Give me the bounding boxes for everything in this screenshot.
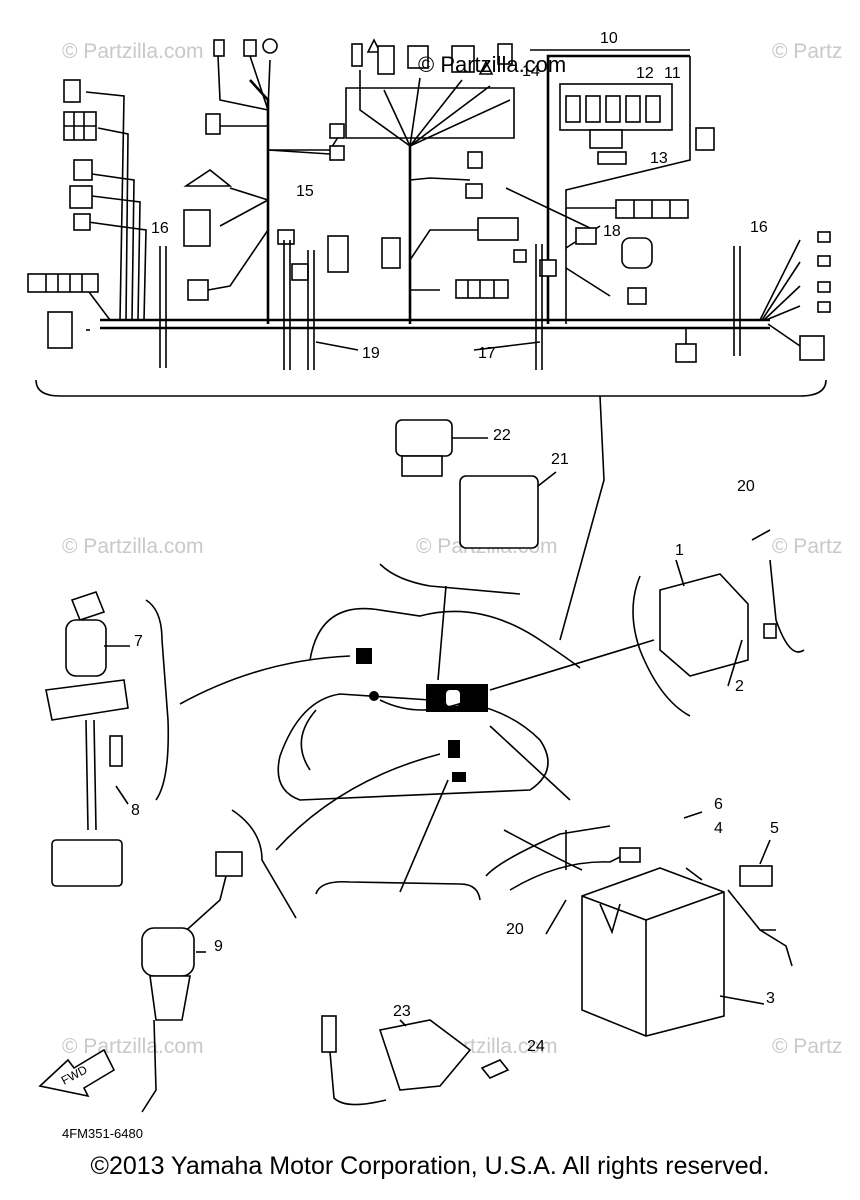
callout-label-24: 24	[527, 1038, 545, 1055]
callout-label-5: 5	[770, 820, 779, 837]
callout-label-20: 20	[737, 478, 755, 495]
sensor-group	[315, 880, 510, 1106]
callout-label-17: 17	[478, 345, 496, 362]
callout-label-22: 22	[493, 427, 511, 444]
callout-label-15: 15	[296, 183, 314, 200]
motorcycle-outline	[179, 585, 655, 893]
callout-label-16: 16	[750, 219, 768, 236]
callout-label-3: 3	[766, 990, 775, 1007]
watermark-text: © Partzilla.com	[62, 535, 204, 558]
callout-label-6: 6	[714, 796, 723, 813]
main-switch-group	[45, 591, 170, 887]
watermark-text: © Partz	[772, 1035, 842, 1058]
callout-label-8: 8	[131, 802, 140, 819]
callout-label-1: 1	[675, 542, 684, 559]
part-code: 4FM351-6480	[62, 1126, 143, 1141]
watermark-text: © Partz	[772, 535, 842, 558]
callout-label-13: 13	[650, 150, 668, 167]
callout-label-10: 10	[600, 30, 618, 47]
starter-relay-group	[632, 529, 805, 717]
callout-label-9: 9	[214, 938, 223, 955]
callout-label-11: 11	[664, 65, 681, 82]
callout-label-21: 21	[551, 451, 569, 468]
callout-label-19: 19	[362, 345, 380, 362]
watermark-layer: © Partzilla.com © Partz © Partzilla.com © P…	[62, 40, 842, 1058]
watermark-text: © Partzilla.com	[62, 40, 204, 63]
callout-label-7: 7	[134, 633, 143, 650]
relay-group	[379, 419, 557, 595]
callout-label-4: 4	[714, 820, 723, 837]
callout-label-12: 12	[636, 65, 654, 82]
watermark-text: © Partz	[772, 40, 842, 63]
wire-harness-group	[27, 38, 831, 641]
callout-label-23: 23	[393, 1003, 411, 1020]
callout-label-18: 18	[603, 223, 621, 240]
neutral-switch-group: FWD	[38, 809, 297, 1113]
callout-label-20: 20	[506, 921, 524, 938]
watermark-text: © Partzilla.com	[62, 1035, 204, 1058]
brand-text: © Partzilla.com	[418, 52, 566, 77]
battery-group	[485, 811, 793, 1037]
callout-label-16: 16	[151, 220, 169, 237]
callout-label-2: 2	[735, 678, 744, 695]
copyright-notice: ©2013 Yamaha Motor Corporation, U.S.A. A…	[90, 1152, 770, 1180]
callout-label-14: 14	[522, 63, 540, 80]
